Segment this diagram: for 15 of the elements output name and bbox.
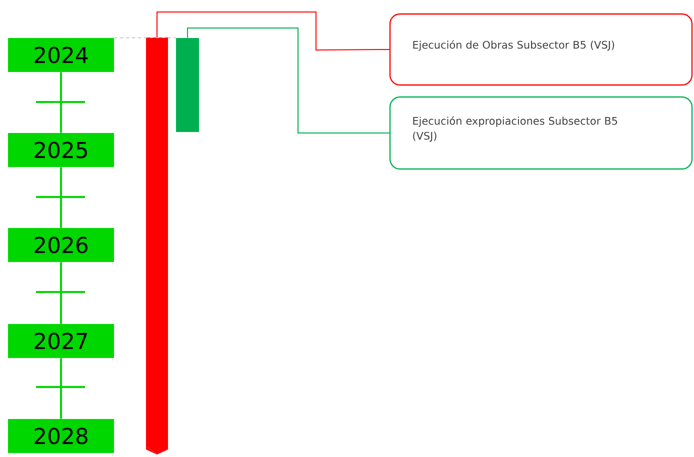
callout-box: Ejecución de Obras Subsector B5 (VSJ) (389, 13, 693, 86)
year-box: 2024 (8, 38, 114, 72)
year-box: 2026 (8, 228, 114, 262)
timeline-line (60, 167, 62, 228)
timeline-line (60, 358, 62, 419)
timeline-bar (146, 38, 168, 454)
year-box: 2028 (8, 419, 114, 453)
timeline-bar (176, 38, 199, 132)
leader-line (156, 12, 390, 50)
leader-line (187, 28, 390, 134)
timeline-line (60, 72, 62, 133)
year-box: 2027 (8, 324, 114, 358)
callout-box: Ejecución expropiaciones Subsector B5 (VSJ) (389, 96, 693, 170)
timeline-line (60, 262, 62, 324)
year-box: 2025 (8, 133, 114, 167)
